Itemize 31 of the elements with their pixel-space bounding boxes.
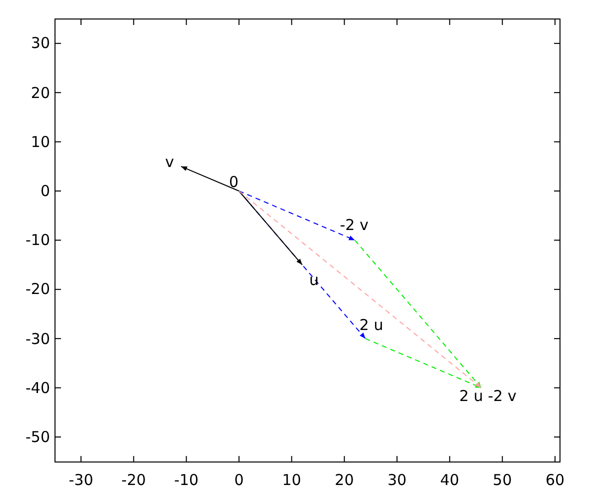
y-tick-label: -40	[26, 380, 50, 396]
y-tick-label: 10	[30, 134, 50, 150]
y-tick-label: -30	[26, 330, 50, 347]
x-tick-label: 10	[282, 472, 302, 488]
vector-arrow	[364, 338, 482, 388]
point-label: 2 u	[359, 316, 384, 333]
vector-arrow	[238, 190, 356, 241]
vector-arrow	[354, 240, 482, 388]
x-tick-label: 50	[492, 472, 512, 488]
y-tick-label: -20	[26, 281, 50, 298]
point-label: 2 u -2 v	[459, 388, 516, 404]
x-tick-label: 0	[234, 472, 244, 488]
y-tick-label: 0	[40, 183, 50, 199]
point-label: u	[309, 272, 319, 288]
x-tick-label: 20	[334, 472, 354, 488]
x-tick-label: 30	[387, 472, 407, 488]
point-label: 0	[229, 174, 239, 190]
x-tick-label: -20	[121, 472, 146, 488]
y-tick-label: -50	[26, 429, 50, 445]
x-tick-label: -30	[68, 472, 94, 488]
x-tick-label: -10	[174, 472, 199, 488]
vector-arrow	[238, 190, 482, 388]
x-tick-label: 60	[545, 472, 565, 488]
vector-arrow	[180, 166, 240, 192]
point-label: -2 v	[340, 217, 368, 234]
y-tick-label: 20	[30, 84, 50, 101]
y-tick-label: 30	[30, 35, 50, 52]
point-label: v	[165, 154, 174, 170]
vector-arrow	[238, 190, 303, 266]
x-tick-label: 40	[440, 472, 460, 488]
y-tick-label: -10	[26, 232, 50, 248]
